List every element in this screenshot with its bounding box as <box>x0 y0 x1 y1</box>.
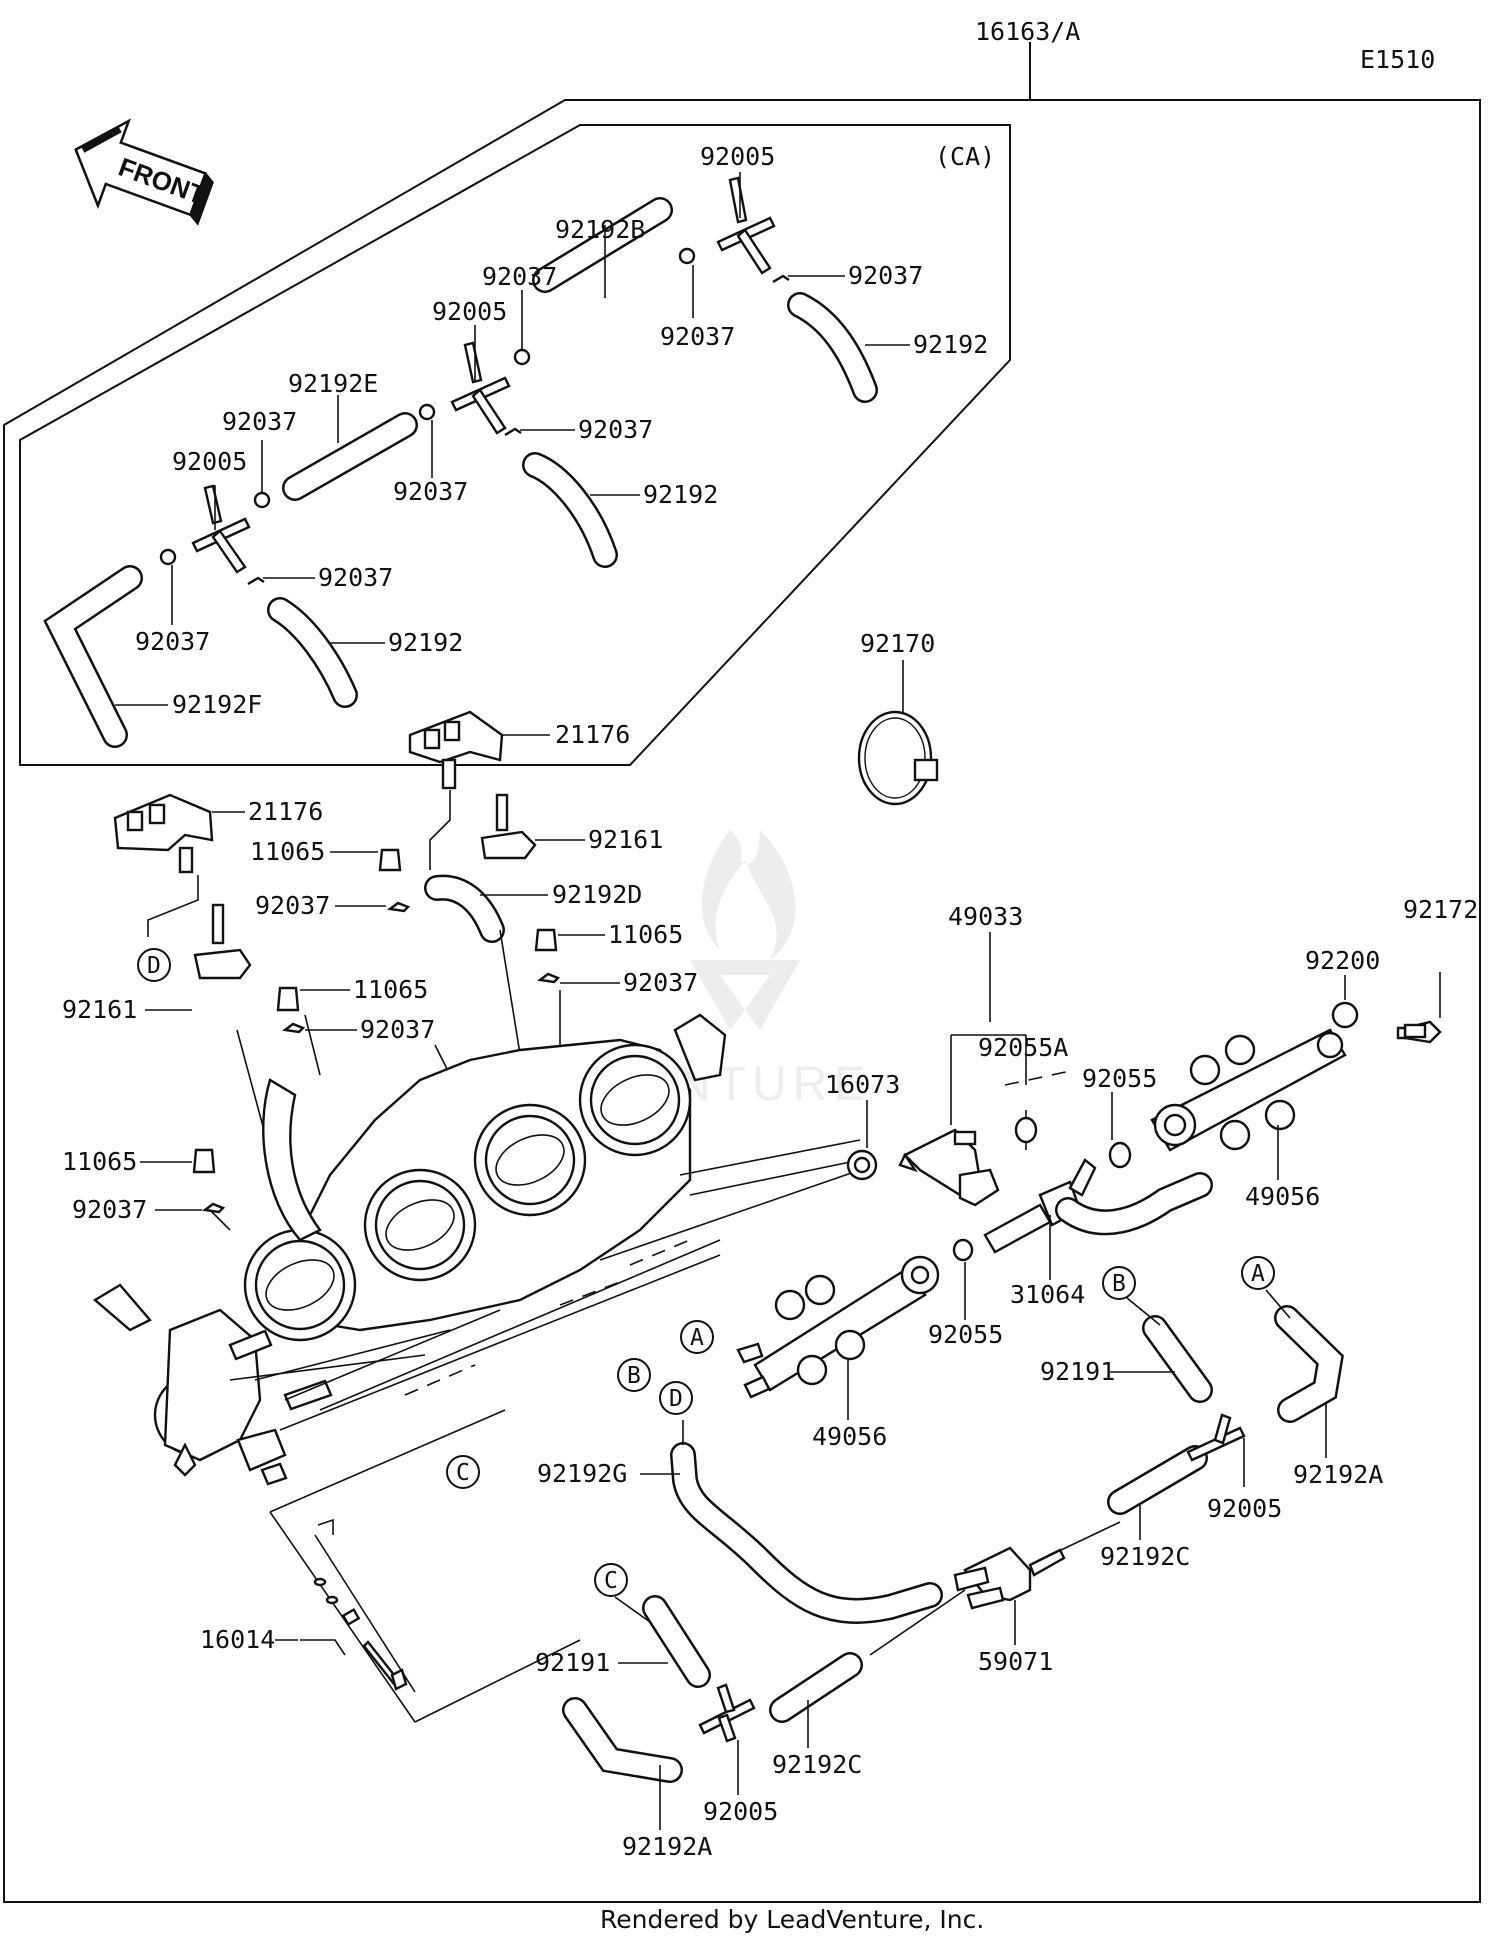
t-fittings-main <box>698 1413 1246 1743</box>
junction-59071 <box>869 1521 1121 1656</box>
callout-92037-ca-b: 92037 <box>482 262 557 291</box>
callout-21176-right: 21176 <box>555 720 630 749</box>
marker-c-body: C <box>456 1460 470 1486</box>
diagram-code: E1510 <box>1360 45 1435 74</box>
callout-92191-c: 92191 <box>535 1648 610 1677</box>
callout-92037-a: 92037 <box>255 891 330 920</box>
callout-92192G: 92192G <box>537 1459 627 1488</box>
assembly-ref-label: 16163/A <box>975 17 1080 46</box>
fitting-92161-right <box>480 793 537 860</box>
callout-92192-ca-b: 92192 <box>643 480 718 509</box>
callout-92192A-low: 92192A <box>622 1832 712 1861</box>
callout-92037-d: 92037 <box>72 1195 147 1224</box>
callout-92055A: 92055A <box>978 1033 1068 1062</box>
marker-d-hose: D <box>669 1386 683 1412</box>
callout-49056-right: 49056 <box>1245 1182 1320 1211</box>
marker-d-left: D <box>147 953 161 979</box>
ca-box <box>19 124 1011 766</box>
callout-92037-ca-e: 92037 <box>222 407 297 436</box>
screw-92172 <box>1396 972 1442 1044</box>
callout-92005-low: 92005 <box>703 1797 778 1826</box>
front-arrow-icon: FRONT <box>74 118 214 226</box>
callout-92192F: 92192F <box>172 690 262 719</box>
callout-92192D: 92192D <box>552 880 642 909</box>
ca-leaders <box>115 172 910 706</box>
callout-92005-ca-mid: 92005 <box>432 297 507 326</box>
callout-11065-c: 11065 <box>353 975 428 1004</box>
leaders-caps-clips <box>140 851 620 1211</box>
callout-92037-ca-g: 92037 <box>318 563 393 592</box>
marker-a-body: A <box>690 1325 704 1351</box>
callout-92037-ca-a: 92037 <box>848 261 923 290</box>
callout-92172: 92172 <box>1403 895 1478 924</box>
callout-49056-left: 49056 <box>812 1422 887 1451</box>
clips-92037-main <box>201 901 561 1214</box>
callout-92055-b: 92055 <box>928 1320 1003 1349</box>
screw-kit-16014 <box>269 1409 581 1723</box>
callout-31064: 31064 <box>1010 1280 1085 1309</box>
fuel-rail-49056-right <box>1150 1028 1347 1152</box>
caps-11065 <box>192 848 558 1174</box>
callout-92192B: 92192B <box>555 215 645 244</box>
seals <box>846 1001 1359 1262</box>
callout-92192-ca-c: 92192 <box>388 628 463 657</box>
callout-92055-a: 92055 <box>1082 1064 1157 1093</box>
marker-b-hose: B <box>1112 1271 1126 1297</box>
callout-92200: 92200 <box>1305 946 1380 975</box>
marker-c-hose: C <box>604 1568 618 1594</box>
ca-t-fittings <box>191 176 776 574</box>
ca-label: (CA) <box>935 142 995 171</box>
sensor-21176-right <box>408 710 504 790</box>
callout-16073: 16073 <box>825 1070 900 1099</box>
callout-92161-left: 92161 <box>62 995 137 1024</box>
callout-92170: 92170 <box>860 629 935 658</box>
callout-16014: 16014 <box>200 1625 275 1654</box>
callout-92005-right: 92005 <box>1207 1494 1282 1523</box>
throttle-body-assembly <box>92 929 727 1486</box>
callout-92192C-right: 92192C <box>1100 1542 1190 1571</box>
connector-markers-body <box>137 948 1275 1597</box>
callout-92037-ca-d: 92037 <box>578 415 653 444</box>
callout-92037-b: 92037 <box>623 968 698 997</box>
footer-credit: Rendered by LeadVenture, Inc. <box>600 1905 984 1934</box>
callout-92037-ca-c: 92037 <box>660 322 735 351</box>
callout-92192E: 92192E <box>288 369 378 398</box>
callout-49033: 49033 <box>948 902 1023 931</box>
callout-92191-b: 92191 <box>1040 1357 1115 1386</box>
callout-92192-ca-a: 92192 <box>913 330 988 359</box>
callout-92005-ca-low: 92005 <box>172 447 247 476</box>
callout-92161-right: 92161 <box>588 825 663 854</box>
sensor-21176-left <box>113 793 214 874</box>
callout-92192C-low: 92192C <box>772 1750 862 1779</box>
hose-92192D <box>424 874 505 943</box>
outer-frame <box>3 99 1481 1903</box>
d-link-lines <box>147 790 451 937</box>
marker-b-body: B <box>627 1363 641 1389</box>
callout-92005-ca-top: 92005 <box>700 142 775 171</box>
fitting-92161-left <box>193 903 252 980</box>
band-clamp-92170 <box>857 660 939 806</box>
injector-49033 <box>898 932 1027 1207</box>
callout-11065-b: 11065 <box>608 920 683 949</box>
callout-21176-left: 21176 <box>248 797 323 826</box>
callout-11065-a: 11065 <box>250 837 325 866</box>
callout-92037-ca-h: 92037 <box>135 627 210 656</box>
callout-11065-d: 11065 <box>62 1147 137 1176</box>
ca-hoses <box>43 197 878 748</box>
body-connector-leaders <box>229 1069 1076 1431</box>
callout-92037-ca-f: 92037 <box>393 477 468 506</box>
lower-leaders <box>614 1289 1327 1830</box>
pipe-31064 <box>983 1158 1213 1280</box>
lower-hoses <box>562 1305 1344 1783</box>
callout-92192A-right: 92192A <box>1293 1460 1383 1489</box>
marker-a-hose: A <box>1251 1261 1265 1287</box>
callout-92037-c: 92037 <box>360 1015 435 1044</box>
fuel-rail-49056-left <box>736 1255 940 1399</box>
callout-59071: 59071 <box>978 1647 1053 1676</box>
ca-clips <box>159 247 790 586</box>
